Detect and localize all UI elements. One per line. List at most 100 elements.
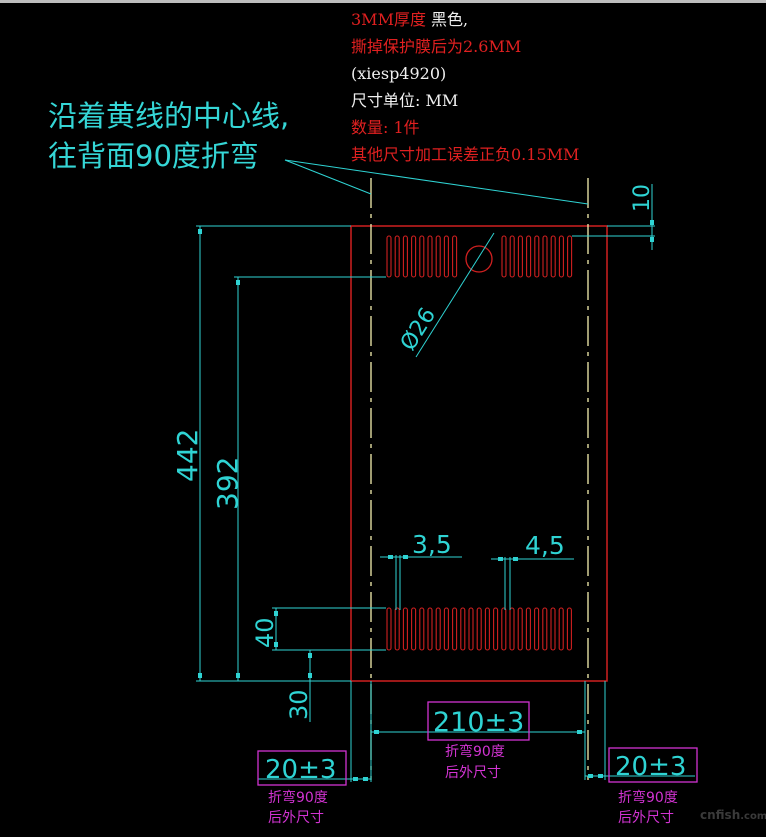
tolerance-box-210 bbox=[427, 701, 530, 741]
bend-note-left-1: 折弯90度 bbox=[268, 789, 328, 806]
diameter-leader bbox=[415, 232, 495, 358]
slot bbox=[484, 607, 490, 651]
dim-label-40: 40 bbox=[251, 617, 279, 648]
dim-arrow bbox=[498, 557, 503, 561]
slot bbox=[567, 235, 573, 278]
note-color: 黑色, bbox=[431, 10, 469, 29]
slot bbox=[501, 235, 507, 278]
dim-arrow bbox=[403, 555, 408, 559]
dim-label-4-5: 4,5 bbox=[525, 531, 565, 560]
dim-arrow bbox=[363, 777, 368, 781]
dim-label-30: 30 bbox=[285, 689, 313, 720]
slot bbox=[526, 235, 532, 278]
dim-arrow bbox=[388, 555, 393, 559]
part-outline bbox=[350, 225, 608, 682]
note-unit: 尺寸单位: MM bbox=[351, 91, 459, 110]
dim-arrow bbox=[577, 730, 582, 734]
dim-arrow bbox=[198, 229, 202, 234]
dim-arrow bbox=[650, 237, 654, 242]
slot bbox=[542, 607, 548, 651]
window-top-border bbox=[0, 0, 766, 3]
top-slot-group-left bbox=[386, 235, 458, 278]
dim-label-210: 210±3 bbox=[433, 707, 524, 738]
slot bbox=[534, 235, 540, 278]
slot bbox=[517, 235, 523, 278]
slot bbox=[443, 235, 449, 278]
spec-notes: 3MM厚度 黑色, 撕掉保护膜后为2.6MM (xiesp4920) 尺寸单位:… bbox=[351, 6, 579, 168]
note-quantity: 数量: 1件 bbox=[351, 118, 420, 137]
bend-note-left-2: 后外尺寸 bbox=[268, 810, 324, 826]
bend-note-center-1: 折弯90度 bbox=[445, 743, 505, 760]
dim-arrow bbox=[353, 777, 358, 781]
slot bbox=[452, 607, 458, 651]
watermark-suffix: .com bbox=[740, 811, 766, 822]
top-slot-group-right bbox=[501, 235, 573, 278]
dim-arrow bbox=[274, 642, 278, 647]
tolerance-box-left bbox=[257, 750, 347, 786]
slot bbox=[558, 607, 564, 651]
slot bbox=[550, 607, 556, 651]
slot bbox=[419, 235, 425, 278]
dim-label-442: 442 bbox=[171, 429, 204, 482]
slot bbox=[386, 235, 392, 278]
fold-instruction: 沿着黄线的中心线, 往背面90度折弯 bbox=[48, 96, 289, 176]
slot bbox=[435, 607, 441, 651]
dim-label-right-20: 20±3 bbox=[615, 752, 686, 782]
dim-arrow bbox=[650, 220, 654, 225]
slot bbox=[501, 607, 507, 651]
bend-note-center-2: 后外尺寸 bbox=[445, 765, 501, 781]
slot bbox=[534, 607, 540, 651]
slot bbox=[517, 607, 523, 651]
slot bbox=[558, 235, 564, 278]
slot bbox=[419, 607, 425, 651]
slot bbox=[427, 235, 433, 278]
slot bbox=[402, 607, 408, 651]
callout-leader-1 bbox=[284, 159, 589, 205]
hole bbox=[465, 245, 493, 273]
dim-arrow bbox=[198, 673, 202, 678]
slot bbox=[460, 607, 466, 651]
dim-arrow bbox=[236, 280, 240, 285]
note-film: 撕掉保护膜后为2.6MM bbox=[351, 37, 522, 56]
dim-arrow bbox=[236, 673, 240, 678]
slot bbox=[411, 607, 417, 651]
dim-arrow bbox=[274, 611, 278, 616]
dim-arrow bbox=[588, 774, 593, 778]
bend-note-right-1: 折弯90度 bbox=[618, 789, 678, 806]
fold-instruction-line-1: 沿着黄线的中心线, bbox=[48, 99, 290, 133]
slot bbox=[566, 607, 572, 651]
dim-label-left-20: 20±3 bbox=[265, 755, 336, 785]
slot bbox=[443, 607, 449, 651]
slot bbox=[435, 235, 441, 278]
dim-arrow bbox=[308, 673, 312, 678]
slot bbox=[476, 607, 482, 651]
dim-label-392: 392 bbox=[211, 457, 244, 510]
slot bbox=[394, 607, 400, 651]
note-part-code: (xiesp4920) bbox=[351, 64, 447, 83]
fold-instruction-line-2: 往背面90度折弯 bbox=[48, 139, 259, 173]
dim-label-10: 10 bbox=[630, 184, 655, 212]
slot bbox=[411, 235, 417, 278]
slot bbox=[493, 607, 499, 651]
slot bbox=[394, 235, 400, 278]
slot bbox=[542, 235, 548, 278]
diameter-label: Ø26 bbox=[396, 304, 441, 356]
callout-leader-2 bbox=[284, 159, 372, 195]
slot bbox=[509, 607, 515, 651]
watermark-main: cnfish bbox=[700, 808, 741, 822]
slot bbox=[402, 235, 408, 278]
dim-arrow bbox=[308, 653, 312, 658]
bend-note-right-2: 后外尺寸 bbox=[618, 810, 674, 826]
slot bbox=[550, 235, 556, 278]
slot bbox=[468, 607, 474, 651]
dim-arrow bbox=[374, 730, 379, 734]
slot bbox=[452, 235, 458, 278]
dim-arrow bbox=[598, 774, 603, 778]
watermark: cnfish.com bbox=[700, 808, 766, 824]
note-thickness: 3MM厚度 bbox=[351, 10, 426, 29]
bottom-slot-group bbox=[386, 607, 572, 651]
slot bbox=[525, 607, 531, 651]
note-tolerance: 其他尺寸加工误差正负0.15MM bbox=[351, 145, 580, 164]
dim-label-3-5: 3,5 bbox=[412, 530, 452, 559]
